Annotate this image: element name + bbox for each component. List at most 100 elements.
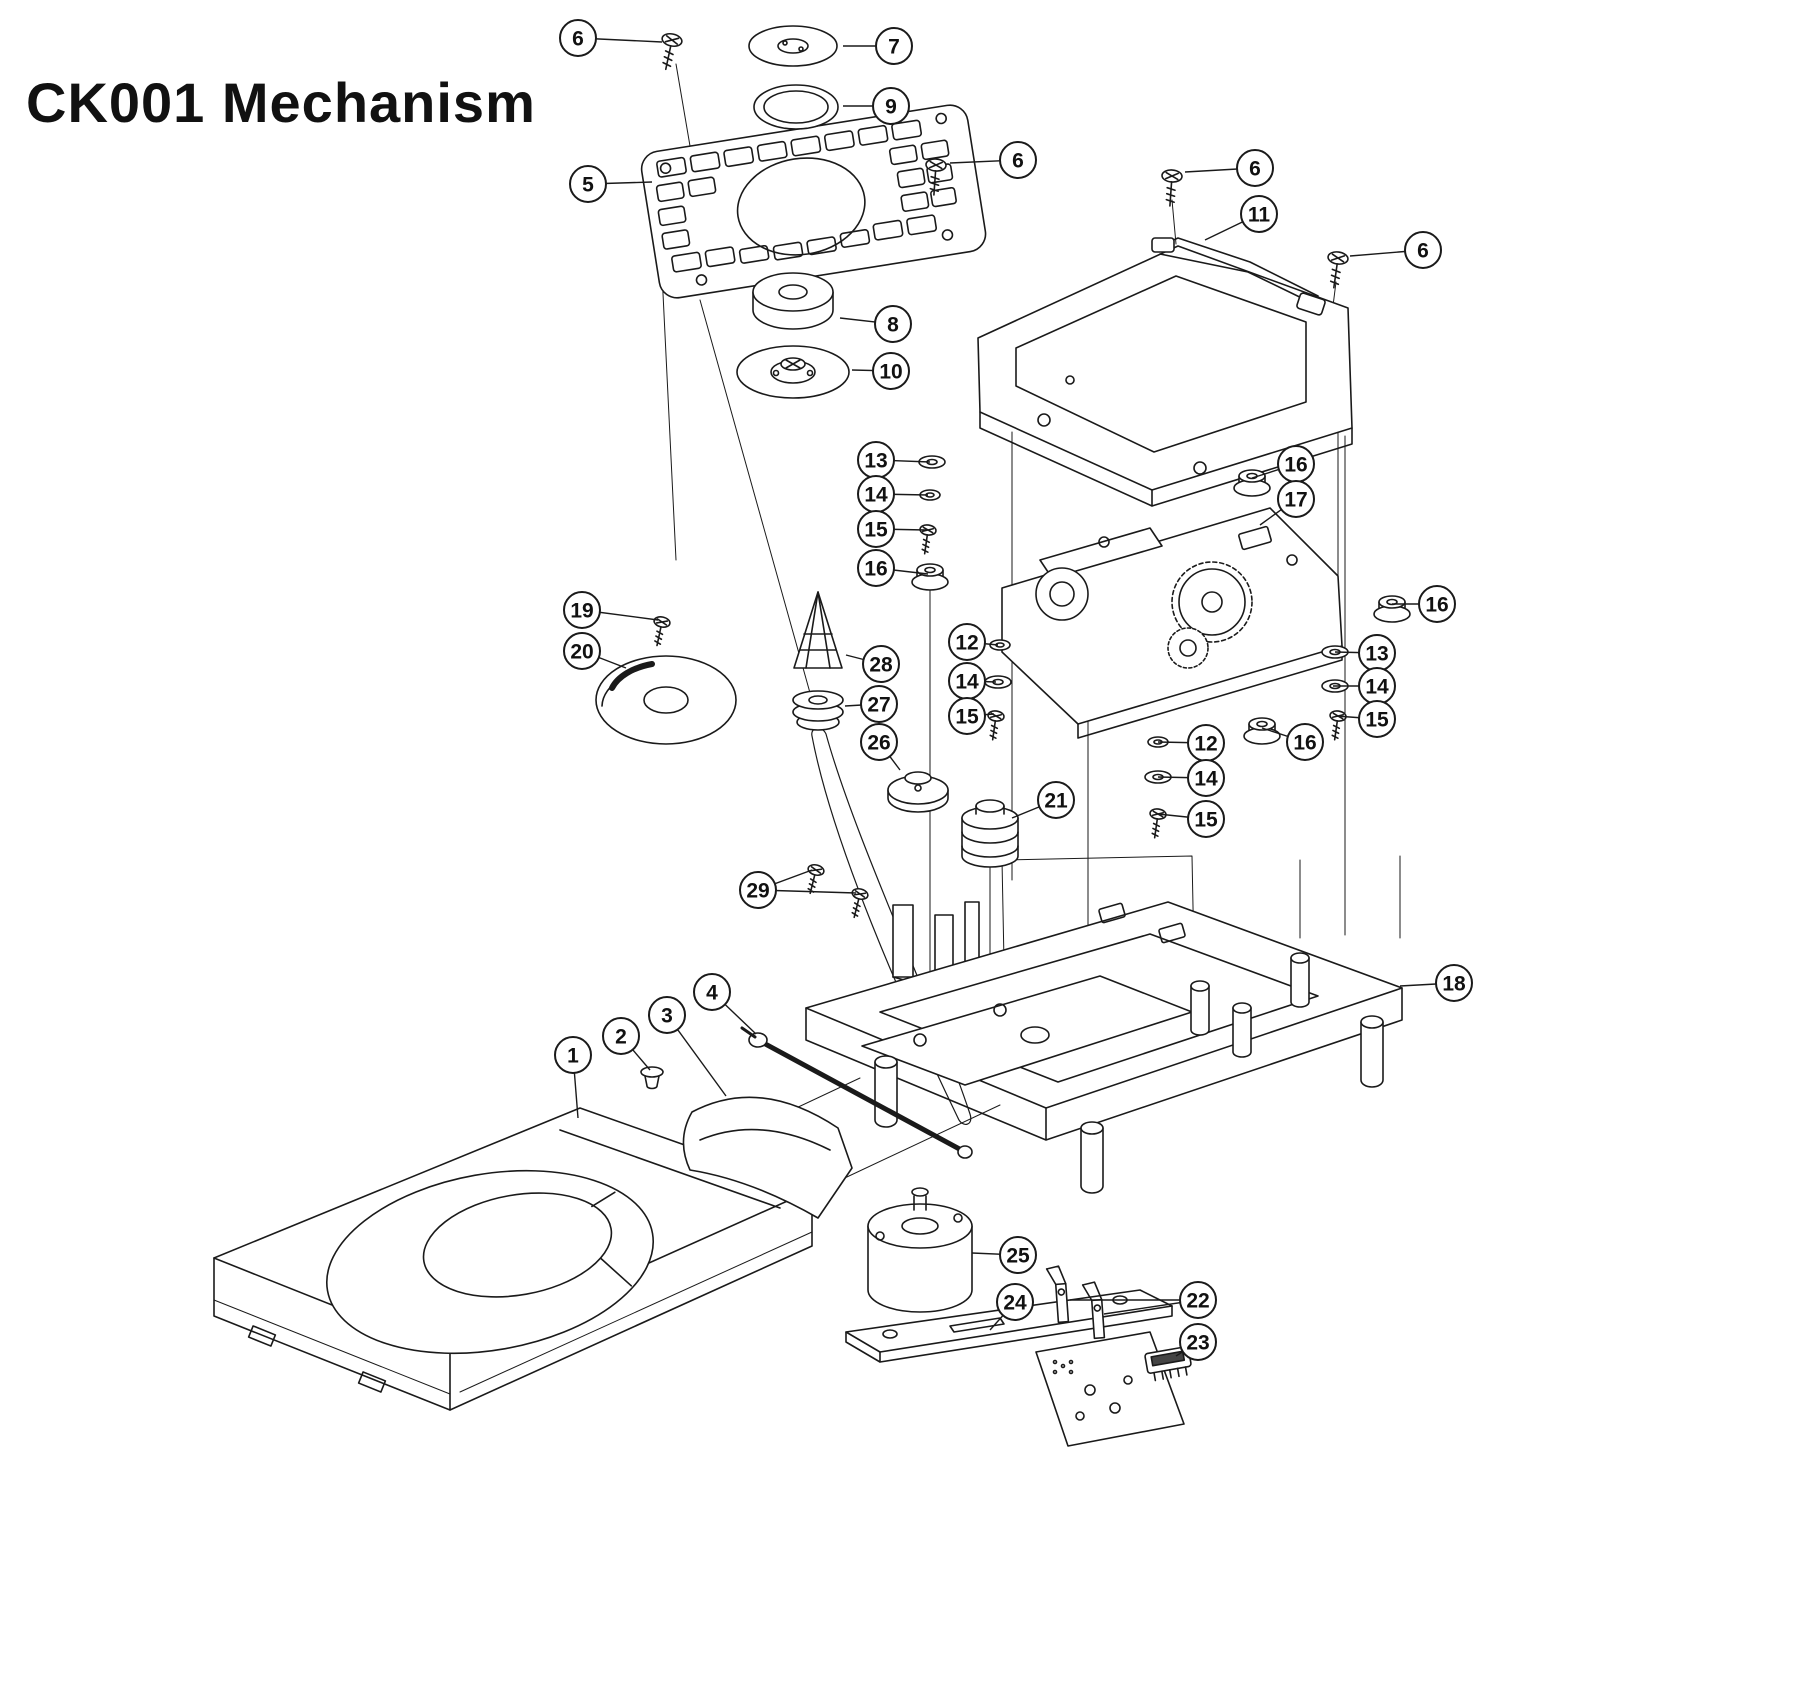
- callout-16: 16: [857, 549, 929, 587]
- callout-circle: [739, 871, 777, 909]
- callout-circle: [1418, 585, 1456, 623]
- callout-number: 14: [1194, 768, 1218, 791]
- callout-circle: [874, 305, 912, 343]
- callout-25: 25: [971, 1236, 1037, 1274]
- callout-5: 5: [569, 165, 653, 203]
- callout-circle: [996, 1283, 1034, 1321]
- callout-number: 14: [864, 484, 888, 507]
- callout-26: 26: [860, 723, 901, 771]
- callout-14: 14: [1157, 759, 1225, 797]
- callout-number: 1: [567, 1045, 579, 1068]
- callout-13: 13: [857, 441, 931, 479]
- callout-number: 16: [1284, 454, 1307, 477]
- callout-number: 9: [885, 96, 897, 119]
- part-7-disc: [748, 25, 838, 67]
- callout-circle: [1037, 781, 1075, 819]
- callout-circle: [1358, 700, 1396, 738]
- callout-circle: [693, 973, 731, 1011]
- callout-number: 27: [867, 694, 890, 717]
- callout-1: 1: [554, 1036, 592, 1119]
- callout-21: 21: [1011, 781, 1075, 819]
- callout-number: 20: [570, 641, 593, 664]
- callout-number: 3: [661, 1005, 673, 1028]
- part-5-top-plate: [640, 104, 987, 299]
- callout-circle: [875, 27, 913, 65]
- callout-number: 4: [706, 982, 718, 1005]
- callout-15: 15: [948, 697, 995, 735]
- callout-number: 17: [1284, 489, 1307, 512]
- callout-circle: [948, 623, 986, 661]
- callout-number: 7: [888, 36, 900, 59]
- callout-23: 23: [1175, 1323, 1217, 1361]
- callout-circle: [1277, 480, 1315, 518]
- callout-number: 23: [1186, 1332, 1209, 1355]
- belt: [811, 727, 972, 1125]
- callout-18: 18: [1399, 964, 1473, 1002]
- part-20-pulley: [595, 655, 737, 745]
- part-2-stud: [640, 1066, 664, 1090]
- callout-number: 18: [1442, 973, 1466, 996]
- callout-16: 16: [1392, 585, 1456, 623]
- callout-circle: [569, 165, 607, 203]
- callout-number: 10: [879, 361, 902, 384]
- callout-27: 27: [844, 685, 898, 723]
- callout-number: 6: [572, 28, 584, 51]
- callout-number: 19: [570, 600, 593, 623]
- callout-number: 6: [1249, 158, 1261, 181]
- page-title: CK001 Mechanism: [26, 71, 536, 134]
- callout-number: 15: [1365, 709, 1389, 732]
- callout-7: 7: [843, 27, 913, 65]
- callout-10: 10: [851, 352, 910, 390]
- callout-number: 29: [746, 880, 769, 903]
- callout-6: 6: [1184, 149, 1274, 187]
- callout-number: 28: [869, 654, 893, 677]
- callout-circle: [1404, 231, 1442, 269]
- callout-number: 15: [1194, 809, 1218, 832]
- callout-circle: [862, 645, 900, 683]
- callout-circle: [1187, 759, 1225, 797]
- callout-17: 17: [1259, 480, 1315, 526]
- part-8-clamper: [752, 272, 834, 330]
- callout-number: 21: [1044, 790, 1068, 813]
- callout-number: 12: [955, 632, 978, 655]
- callout-circle: [563, 632, 601, 670]
- callout-circle: [1179, 1323, 1217, 1361]
- callout-number: 6: [1012, 150, 1024, 173]
- callout-circle: [1286, 723, 1324, 761]
- callout-13: 13: [1334, 634, 1396, 672]
- callout-circle: [999, 1236, 1037, 1274]
- part-25-motor: [867, 1187, 973, 1313]
- callout-15: 15: [1335, 700, 1396, 738]
- callout-3: 3: [648, 996, 727, 1097]
- callout-6: 6: [559, 19, 663, 57]
- callout-circle: [872, 352, 910, 390]
- callout-number: 11: [1248, 204, 1271, 227]
- part-9-ring: [753, 84, 839, 130]
- callout-19: 19: [563, 591, 659, 629]
- callout-number: 5: [582, 174, 594, 197]
- diagram-artwork: [213, 25, 1411, 1447]
- callout-number: 16: [864, 558, 887, 581]
- part-26-pulley: [887, 771, 949, 813]
- callout-9: 9: [843, 87, 910, 125]
- part-4-shaft: [740, 1026, 973, 1159]
- callout-circle: [948, 697, 986, 735]
- callout-circle: [559, 19, 597, 57]
- part-21-cam: [961, 799, 1019, 868]
- callout-20: 20: [563, 632, 627, 670]
- part-10-turntable: [736, 345, 850, 399]
- callout-12: 12: [948, 623, 999, 661]
- callout-circle: [1435, 964, 1473, 1002]
- callout-number: 15: [955, 706, 979, 729]
- callout-16: 16: [1251, 445, 1315, 483]
- callout-29: 29: [739, 869, 857, 909]
- callout-15: 15: [857, 510, 927, 548]
- part-28-spring: [793, 591, 843, 669]
- callout-11: 11: [1204, 195, 1278, 241]
- callout-number: 26: [867, 732, 890, 755]
- callout-number: 14: [1365, 676, 1389, 699]
- callout-24: 24: [989, 1283, 1034, 1331]
- callout-circle: [872, 87, 910, 125]
